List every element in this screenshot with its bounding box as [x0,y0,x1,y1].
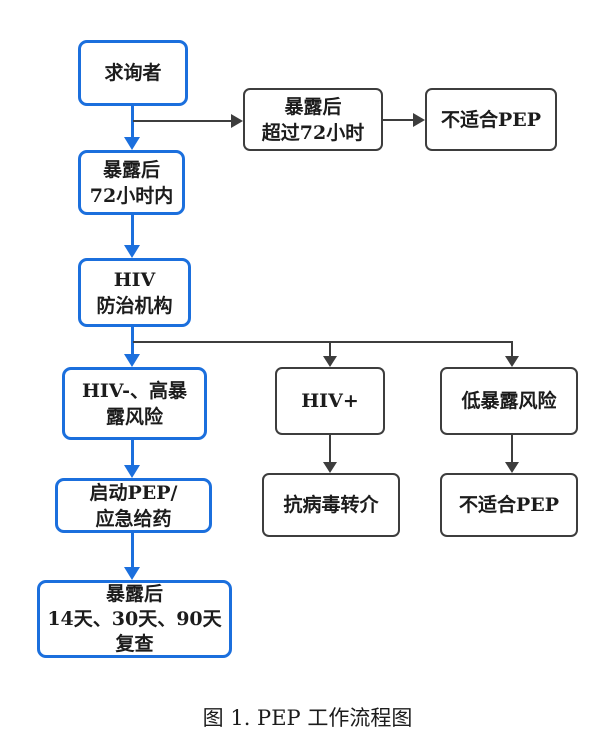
arrowhead-down-icon [124,354,140,367]
edge-over72-to-unfit [383,119,413,121]
edge-rail-to-lowrisk [511,341,513,356]
edge-hivneg-to-startpep [131,440,134,465]
arrowhead-down-icon [124,137,140,150]
node-hiv-neg-high-risk: HIV-、高暴 露风险 [62,367,207,440]
edge-startpep-to-recheck [131,533,134,567]
arrowhead-down-icon [124,245,140,258]
node-antiviral-referral: 抗病毒转介 [262,473,400,537]
arrowhead-down-icon [505,462,519,473]
node-unfit-pep-top: 不适合PEP [425,88,557,151]
edge-seeker-to-within72 [131,106,134,137]
arrowhead-right-icon [413,113,425,127]
figure-caption: 图 1. PEP 工作流程图 [202,706,413,730]
edge-lowrisk-to-unfit [511,435,513,462]
node-unfit-pep-bottom: 不适合PEP [440,473,578,537]
arrowhead-down-icon [124,465,140,478]
node-within-72h: 暴露后 72小时内 [78,150,185,215]
edge-hivorg-to-hivneg [131,327,134,354]
edge-within72-to-hivorg [131,215,134,245]
arrowhead-right-icon [231,114,243,128]
edge-rail-to-hivpos [329,341,331,356]
node-seeker: 求询者 [78,40,188,106]
arrowhead-down-icon [124,567,140,580]
node-start-pep: 启动PEP/ 应急给药 [55,478,212,533]
node-hiv-pos: HIV+ [275,367,385,435]
node-low-risk: 低暴露风险 [440,367,578,435]
edge-seeker-to-over72 [133,120,231,122]
arrowhead-down-icon [505,356,519,367]
arrowhead-down-icon [323,356,337,367]
edge-hivorg-branch-rail [133,341,513,343]
node-over-72h: 暴露后 超过72小时 [243,88,383,151]
edge-hivpos-to-antiviral [329,435,331,462]
node-hiv-org: HIV 防治机构 [78,258,191,327]
arrowhead-down-icon [323,462,337,473]
node-recheck: 暴露后 14天、30天、90天 复查 [37,580,232,658]
